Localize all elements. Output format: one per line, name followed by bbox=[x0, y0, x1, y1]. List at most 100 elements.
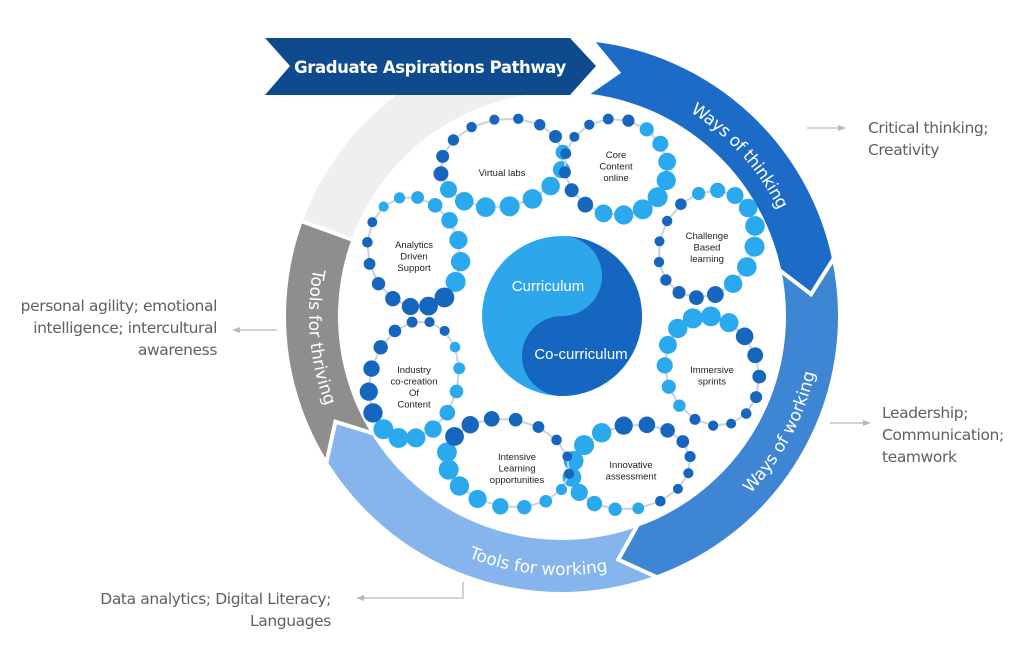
bead bbox=[388, 428, 409, 448]
bead bbox=[532, 421, 545, 433]
bead bbox=[560, 148, 572, 159]
outcome-line: awareness bbox=[137, 341, 218, 359]
outcome-line: intelligence; intercultural bbox=[33, 319, 217, 337]
bead bbox=[424, 420, 442, 438]
outcome-tools-for-thriving: personal agility; emotional intelligence… bbox=[21, 295, 218, 361]
bead bbox=[388, 324, 402, 338]
bead bbox=[499, 196, 520, 217]
bead bbox=[441, 212, 458, 229]
bead bbox=[424, 316, 435, 328]
bead bbox=[517, 499, 532, 515]
connector-tools-for-working bbox=[356, 582, 464, 601]
bead bbox=[614, 416, 633, 435]
banner-chevron bbox=[265, 38, 596, 95]
bead bbox=[614, 205, 634, 225]
bead bbox=[654, 236, 665, 247]
bead bbox=[706, 286, 724, 303]
bead bbox=[653, 256, 665, 268]
bead bbox=[574, 435, 595, 456]
bead bbox=[437, 442, 457, 463]
bead bbox=[752, 369, 767, 384]
bead-loop-core-content-online bbox=[558, 113, 677, 225]
bead bbox=[363, 403, 383, 423]
bead bbox=[449, 230, 468, 250]
bead bbox=[710, 182, 726, 198]
bead-loop-analytics-driven-support bbox=[362, 191, 471, 316]
bead bbox=[747, 347, 764, 364]
bead bbox=[427, 198, 443, 213]
bead bbox=[562, 451, 573, 462]
bead bbox=[564, 183, 579, 198]
arrow-left-icon bbox=[232, 327, 240, 333]
core-yin-yang: Curriculum Co-curriculum bbox=[482, 236, 642, 396]
bead bbox=[445, 271, 466, 292]
bead-loop-industry-co-creation bbox=[359, 316, 466, 448]
bead bbox=[673, 399, 686, 412]
bead bbox=[558, 166, 571, 179]
arrow-left-icon bbox=[356, 595, 364, 601]
bead bbox=[672, 483, 683, 494]
co-curriculum-half bbox=[522, 236, 642, 396]
bead bbox=[608, 502, 622, 516]
bead bbox=[750, 391, 763, 404]
bead bbox=[726, 187, 744, 205]
outcome-line: Communication; bbox=[882, 426, 1004, 444]
bead bbox=[688, 290, 704, 306]
bead bbox=[453, 362, 466, 375]
bead bbox=[656, 170, 676, 191]
bead bbox=[676, 435, 690, 448]
bead bbox=[638, 416, 656, 434]
bead bbox=[594, 204, 613, 223]
bead bbox=[385, 290, 401, 307]
bead bbox=[563, 468, 575, 479]
bead bbox=[744, 236, 765, 257]
bead bbox=[438, 459, 459, 480]
bead bbox=[551, 434, 562, 446]
bead bbox=[602, 113, 614, 125]
bead bbox=[723, 274, 743, 294]
bead bbox=[393, 192, 406, 204]
bead bbox=[522, 189, 543, 209]
arrow-right-icon bbox=[863, 420, 871, 426]
bead bbox=[534, 119, 546, 131]
bead bbox=[371, 276, 386, 291]
bead-loop-intensive-learning-opportunities bbox=[437, 411, 575, 515]
bead bbox=[661, 379, 676, 394]
bead bbox=[661, 215, 673, 227]
bead bbox=[672, 285, 686, 299]
bead bbox=[440, 181, 458, 199]
outcome-line: teamwork bbox=[882, 448, 957, 466]
bead bbox=[539, 494, 553, 508]
bead bbox=[577, 196, 594, 213]
bead bbox=[660, 274, 672, 286]
bead bbox=[541, 176, 560, 196]
bead bbox=[454, 191, 474, 211]
bead bbox=[468, 489, 487, 509]
bead bbox=[449, 384, 464, 399]
bead bbox=[419, 296, 438, 316]
bead bbox=[719, 313, 739, 333]
bead bbox=[632, 502, 645, 515]
bead bbox=[548, 129, 562, 143]
bead bbox=[450, 252, 471, 272]
outcome-line: Languages bbox=[250, 612, 331, 630]
outcome-tools-for-working: Data analytics; Digital Literacy; Langua… bbox=[100, 588, 331, 632]
outcome-ways-of-working: Leadership; Communication; teamwork bbox=[882, 402, 1004, 468]
bead bbox=[447, 134, 460, 146]
bead-loop-immersive-sprints bbox=[656, 306, 767, 431]
bead bbox=[461, 416, 479, 434]
bead bbox=[647, 187, 668, 208]
bead bbox=[362, 236, 373, 248]
outcome-ways-of-thinking: Critical thinking; Creativity bbox=[868, 117, 989, 161]
bead bbox=[367, 217, 378, 228]
bead bbox=[373, 340, 388, 355]
outcome-line: Creativity bbox=[868, 141, 940, 159]
bead bbox=[363, 258, 376, 270]
outcome-connectors bbox=[232, 125, 871, 601]
bead bbox=[700, 306, 721, 327]
bead bbox=[632, 199, 653, 220]
